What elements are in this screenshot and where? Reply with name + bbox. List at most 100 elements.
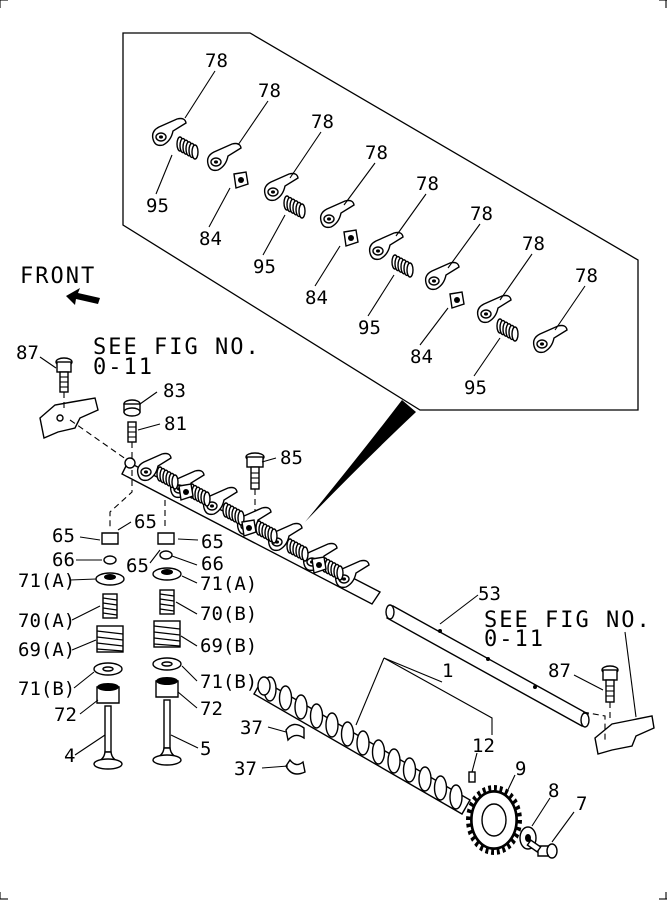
- callout-4: 4: [64, 745, 75, 767]
- inset-border: [122, 32, 639, 411]
- front-label: FRONT: [20, 264, 96, 289]
- callout-87-left: 87: [16, 342, 39, 364]
- callout-81: 81: [164, 413, 187, 435]
- callout-71a-left: 71(A): [18, 570, 75, 592]
- inset-spring-95-2: [283, 195, 306, 219]
- cam-lobe-6: [340, 721, 355, 747]
- pin-12: [468, 771, 476, 783]
- nut-83: [123, 399, 141, 417]
- inset-callout-78: 78: [416, 173, 439, 195]
- inset-clip-84-1: [233, 171, 249, 189]
- callout-70b: 70(B): [200, 603, 257, 625]
- inset-callout-84: 84: [199, 228, 222, 250]
- valve-train-left: [93, 532, 125, 770]
- inset-callout-84: 84: [410, 346, 433, 368]
- inset-spring-95-3: [391, 254, 414, 278]
- inset-rocker-arm-78-7: [476, 294, 512, 324]
- cam-lobe-3: [294, 694, 308, 720]
- shaft-clip-2: [241, 519, 257, 537]
- callout-1: 1: [442, 660, 453, 682]
- cam-lobe-4: [309, 703, 324, 729]
- gear-9: [466, 785, 522, 855]
- see-fig-note-right-line2: 0-11: [484, 627, 545, 652]
- inset-callout-78: 78: [575, 265, 598, 287]
- see-fig-note-left-line2: 0-11: [93, 355, 154, 380]
- inset-rocker-arm-78-8: [532, 324, 568, 354]
- inset-callout-78: 78: [311, 111, 334, 133]
- cam-lobe-12: [433, 775, 448, 801]
- shaft-clip-1: [178, 483, 194, 501]
- callout-71b-right: 71(B): [200, 671, 257, 693]
- inset-clip-84-2: [343, 229, 359, 247]
- callout-65-a: 65: [52, 525, 75, 547]
- inset-rocker-arm-78-1: [151, 117, 187, 147]
- cam-lobe-9: [387, 748, 401, 774]
- inset-rocker-arm-78-5: [368, 231, 404, 261]
- callout-65-b: 65: [134, 511, 157, 533]
- inset-pointer: [305, 400, 416, 522]
- callout-12: 12: [472, 735, 495, 757]
- cam-lobe-13: [449, 784, 463, 810]
- inset-spring-95-1: [176, 136, 199, 160]
- inset-callout-78: 78: [258, 80, 281, 102]
- shaft-clip-3: [311, 556, 327, 574]
- inset-rocker-arm-78-3: [263, 172, 299, 202]
- shaft-spring-5: [286, 538, 309, 562]
- front-arrow-icon: [66, 288, 100, 305]
- inset-spring-95-4: [496, 318, 519, 342]
- camshaft-lobes: [257, 676, 463, 810]
- bearing-37-upper: [285, 723, 305, 742]
- inset-callout-95: 95: [146, 195, 169, 217]
- cam-lobe-10: [402, 757, 417, 783]
- callout-65-c: 65: [201, 531, 224, 553]
- valve-train-right: [152, 532, 182, 766]
- inset-callout-78: 78: [365, 142, 388, 164]
- callout-66-a: 66: [52, 549, 75, 571]
- stud-81: [127, 421, 137, 458]
- callout-8: 8: [548, 780, 559, 802]
- leader-lines: [39, 356, 637, 843]
- callout-7: 7: [576, 793, 587, 815]
- cam-lobe-8: [371, 739, 386, 765]
- cam-lobe-2: [278, 685, 293, 711]
- cam-lobe-5: [325, 712, 339, 738]
- callout-53: 53: [478, 583, 501, 605]
- bolt-87-right: [601, 665, 619, 722]
- callout-66-b: 66: [201, 553, 224, 575]
- inset-callout-78: 78: [470, 203, 493, 225]
- callout-87-right: 87: [548, 660, 571, 682]
- rocker-shaft-assembly: [121, 452, 382, 605]
- cam-lobe-7: [356, 730, 370, 756]
- see-fig-note-right-line1: SEE FIG NO.: [484, 608, 652, 633]
- see-fig-note-left-line1: SEE FIG NO.: [93, 335, 261, 360]
- shaft-rocker-arm-1: [136, 452, 172, 482]
- shaft-spring-3: [222, 502, 245, 526]
- inset-callout-95: 95: [358, 317, 381, 339]
- shaft-spring-1: [156, 466, 179, 490]
- callout-72-left: 72: [54, 704, 77, 726]
- bracket-right: [582, 711, 655, 755]
- inset-callout-84: 84: [305, 287, 328, 309]
- inset-rocker-arm-78-2: [206, 142, 242, 172]
- cam-lobe-11: [418, 766, 432, 792]
- bearing-37-lower: [285, 758, 306, 775]
- callout-83: 83: [163, 380, 186, 402]
- callout-69a: 69(A): [18, 639, 75, 661]
- inset-callout-78: 78: [522, 233, 545, 255]
- callout-labels: 87 83 81 85 65 65 65 65 66 66 71(A) 71(A…: [16, 342, 587, 815]
- callout-71b-left: 71(B): [18, 678, 75, 700]
- bolt-85: [245, 452, 265, 515]
- shaft-stud-hole: [124, 457, 136, 469]
- main-rocker-arms: [124, 452, 370, 589]
- callout-71a-right: 71(A): [200, 573, 257, 595]
- callout-85: 85: [280, 447, 303, 469]
- inset-callout-95: 95: [464, 377, 487, 399]
- inset-rocker-arm-78-6: [424, 261, 460, 291]
- callout-72-right: 72: [200, 698, 223, 720]
- callout-37-upper: 37: [240, 717, 263, 739]
- callout-69b: 69(B): [200, 635, 257, 657]
